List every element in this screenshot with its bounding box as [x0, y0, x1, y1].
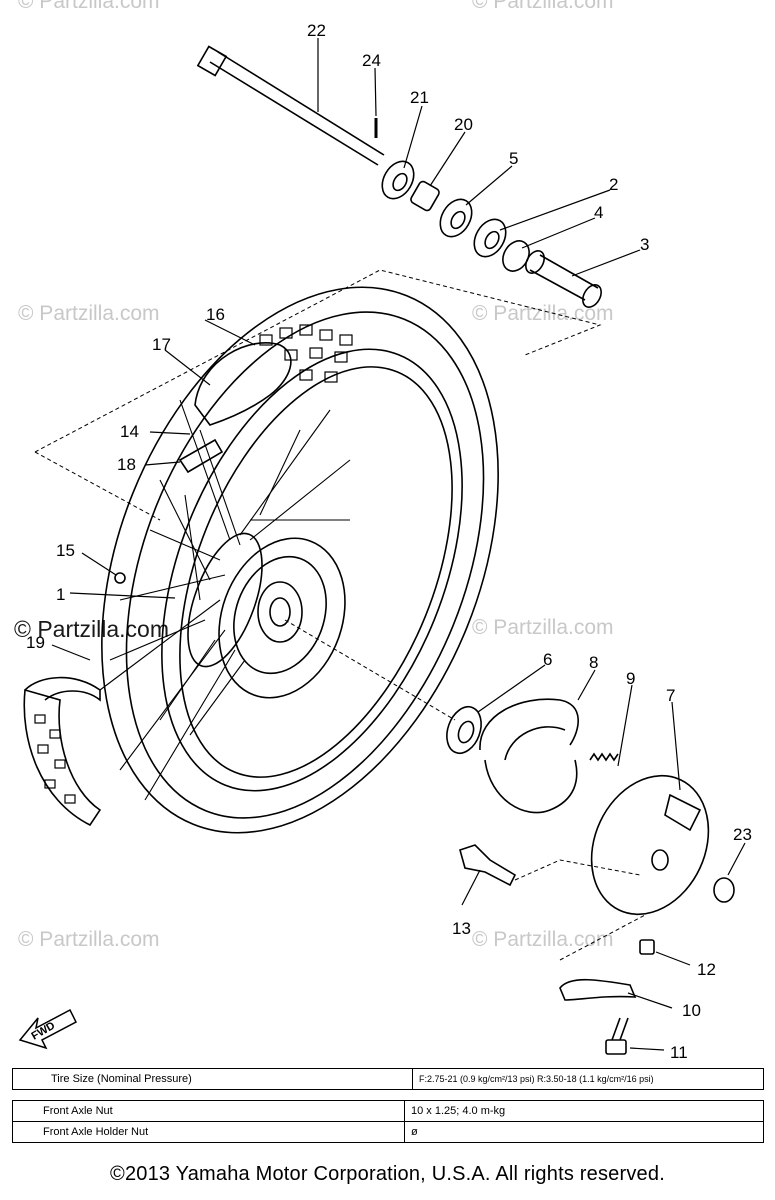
exploded-wheel-diagram: FWD 22 24 21 20 5 2 4 3 16 17 14 18 15 1…	[18, 21, 752, 1060]
bearing-6	[446, 705, 482, 755]
callout-18: 18	[117, 455, 136, 474]
brake-cam	[459, 844, 517, 887]
spoke-nipple	[114, 572, 126, 584]
callout-1: 1	[56, 585, 65, 604]
callout-10: 10	[682, 1001, 701, 1020]
watermark: © Partzilla.com	[18, 302, 160, 325]
axle-nut	[713, 877, 735, 903]
callout-19: 19	[26, 633, 45, 652]
callout-6: 6	[543, 650, 552, 669]
axle-holder-nut-value: ø	[404, 1121, 764, 1143]
callout-22: 22	[307, 21, 326, 40]
watermark: © Partzilla.com	[472, 0, 614, 13]
watermark: © Partzilla.com	[472, 616, 614, 639]
callout-14: 14	[120, 422, 139, 441]
spacer	[529, 254, 599, 301]
inner-tube	[194, 342, 292, 426]
callout-7: 7	[666, 686, 675, 705]
brake-shoes	[479, 698, 579, 814]
fwd-arrow	[18, 1008, 77, 1050]
copyright-notice: ©2013 Yamaha Motor Corporation, U.S.A. A…	[110, 1163, 665, 1185]
watermark: © Partzilla.com	[14, 616, 169, 642]
watermark: © Partzilla.com	[18, 928, 160, 951]
tread-blocks	[259, 324, 353, 383]
callout-5: 5	[509, 149, 518, 168]
cam-lever	[559, 978, 637, 1001]
callout-17: 17	[152, 335, 171, 354]
callout-2: 2	[609, 175, 618, 194]
callout-20: 20	[454, 115, 473, 134]
lever-bolt	[605, 1017, 629, 1055]
tube-valve	[178, 438, 224, 474]
tire-size-value: F:2.75-21 (0.9 kg/cm²/13 psi) R:3.50-18 …	[412, 1068, 764, 1090]
torque-table: Front Axle Nut 10 x 1.25; 4.0 m-kg Front…	[12, 1100, 764, 1143]
callout-15: 15	[56, 541, 75, 560]
oil-seal	[381, 160, 415, 200]
tire-size-table: Tire Size (Nominal Pressure) F:2.75-21 (…	[12, 1068, 764, 1090]
brake-plate	[590, 774, 710, 916]
front-axle	[196, 45, 385, 166]
callout-3: 3	[640, 235, 649, 254]
callout-13: 13	[452, 919, 471, 938]
tire-section	[23, 676, 102, 827]
cam-lever-nut	[639, 939, 655, 955]
watermark: © Partzilla.com	[472, 928, 614, 951]
callout-24: 24	[362, 51, 381, 70]
front-axle-nut-label: Front Axle Nut	[12, 1100, 405, 1122]
bearing-2	[473, 218, 507, 258]
watermark: © Partzilla.com	[472, 302, 614, 325]
axle-holder-nut-label: Front Axle Holder Nut	[12, 1121, 405, 1143]
bearing-5	[439, 198, 473, 238]
callout-numbers: 22 24 21 20 5 2 4 3 16 17 14 18 15 1 19 …	[26, 21, 752, 1060]
tire	[101, 286, 499, 834]
callout-21: 21	[410, 88, 429, 107]
front-axle-nut-value: 10 x 1.25; 4.0 m-kg	[404, 1100, 764, 1122]
wheel-hub	[187, 532, 346, 699]
callout-16: 16	[206, 305, 225, 324]
tire-size-label: Tire Size (Nominal Pressure)	[12, 1068, 413, 1090]
collar	[410, 180, 440, 212]
spokes	[99, 399, 351, 801]
brake-spring	[589, 752, 619, 762]
watermark: © Partzilla.com	[18, 0, 160, 13]
callout-23: 23	[733, 825, 752, 844]
callout-12: 12	[697, 960, 716, 979]
callout-11: 11	[670, 1043, 688, 1060]
callout-4: 4	[594, 203, 603, 222]
callout-8: 8	[589, 653, 598, 672]
callout-9: 9	[626, 669, 635, 688]
